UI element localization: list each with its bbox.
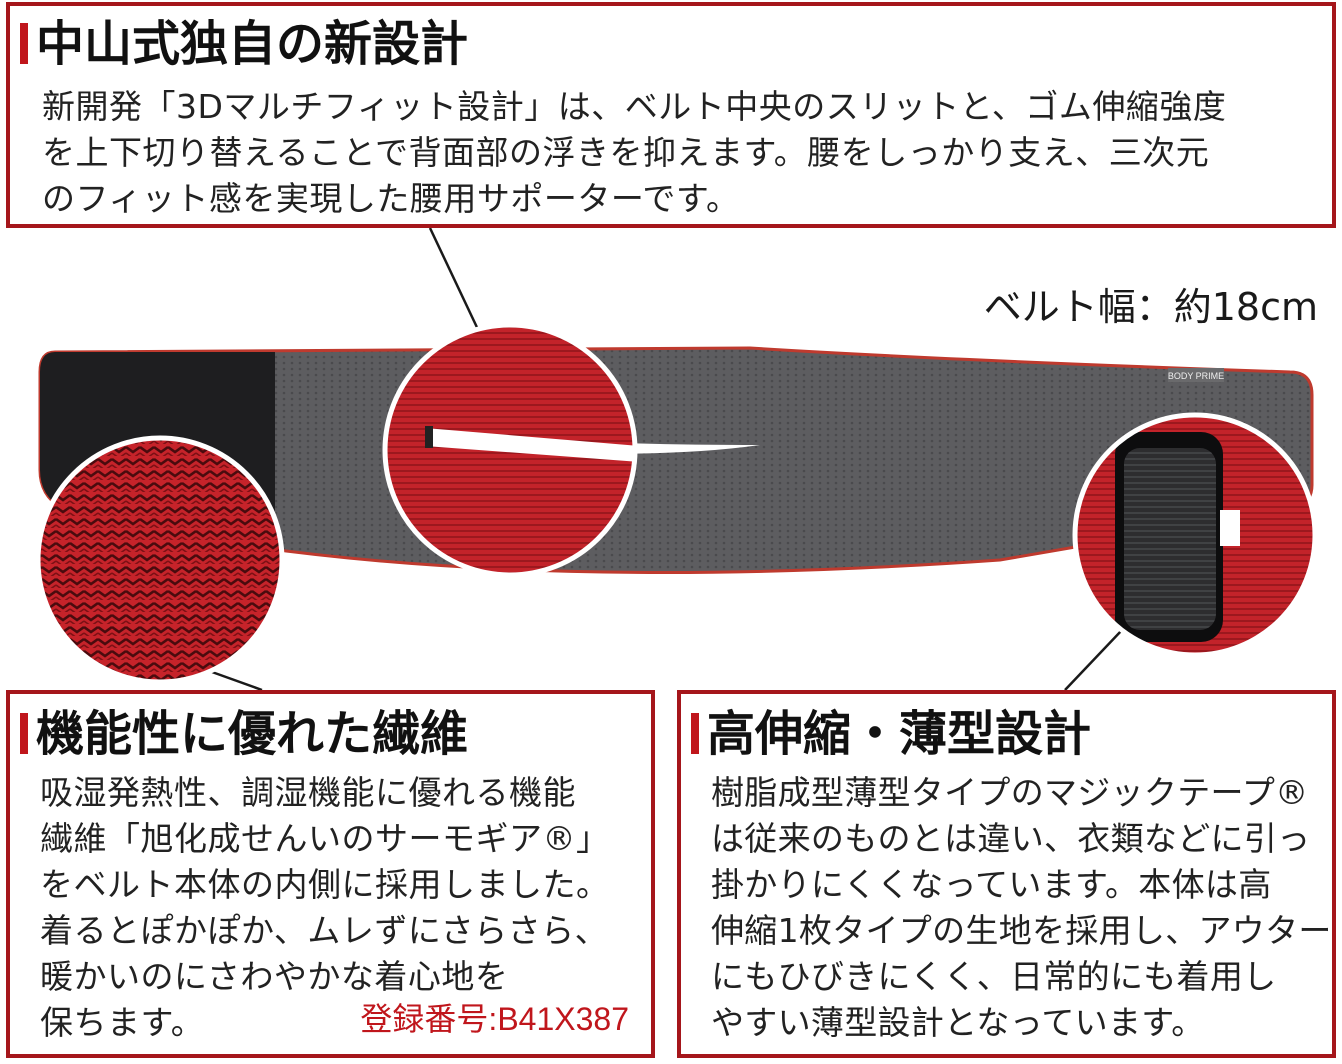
thin-design-line: 掛かりにくくなっています。本体は高	[711, 865, 1272, 904]
thin-design-title: 高伸縮・薄型設計	[691, 710, 1091, 758]
belt-width-label: ベルト幅：約18cm	[983, 285, 1318, 329]
belt-body	[38, 346, 1314, 574]
registration-number: 登録番号:B41X387	[360, 1001, 629, 1037]
fiber-feature-line: 保ちます。	[40, 1003, 205, 1042]
slit-closeup	[382, 322, 638, 578]
thin-design-line: 伸縮1枚タイプの生地を採用し、アウター	[711, 911, 1332, 950]
fastener-closeup	[1072, 412, 1318, 658]
thin-design-line: は従来のものとは違い、衣類などに引っ	[711, 819, 1311, 858]
fiber-feature-line: 吸湿発熱性、調湿機能に優れる機能	[40, 773, 576, 812]
thin-design-panel: 高伸縮・薄型設計 樹脂成型薄型タイプのマジックテープ® は従来のものとは違い、衣…	[677, 690, 1336, 1058]
design-feature-line: 新開発「3Dマルチフィット設計」は、ベルト中央のスリットと、ゴム伸縮強度	[42, 87, 1227, 126]
fabric-closeup	[35, 435, 285, 685]
design-feature-line: を上下切り替えることで背面部の浮きを抑えます。腰をしっかり支え、三次元	[42, 133, 1210, 172]
design-feature-text: 新開発「3Dマルチフィット設計」は、ベルト中央のスリットと、ゴム伸縮強度 を上下…	[42, 84, 1226, 222]
fiber-feature-line: 繊維「旭化成せんいのサーモギア®」	[40, 819, 610, 858]
fiber-feature-line: をベルト本体の内側に採用しました。	[40, 865, 610, 904]
fiber-feature-panel: 機能性に優れた繊維 吸湿発熱性、調湿機能に優れる機能 繊維「旭化成せんいのサーモ…	[6, 690, 655, 1058]
design-feature-title: 中山式独自の新設計	[20, 20, 468, 68]
design-feature-panel: 中山式独自の新設計 新開発「3Dマルチフィット設計」は、ベルト中央のスリットと、…	[6, 2, 1336, 228]
svg-text:BODY PRIME: BODY PRIME	[1168, 371, 1224, 381]
fiber-feature-text: 吸湿発熱性、調湿機能に優れる機能 繊維「旭化成せんいのサーモギア®」 をベルト本…	[40, 770, 610, 1046]
thin-design-line: にもひびきにくく、日常的にも着用し	[711, 957, 1277, 996]
fiber-feature-title: 機能性に優れた繊維	[20, 710, 468, 758]
thin-design-line: やすい薄型設計となっています。	[711, 1003, 1205, 1042]
brand-tag: BODY PRIME	[1168, 368, 1224, 382]
fiber-feature-line: 暖かいのにさわやかな着心地を	[40, 957, 509, 996]
thin-design-text: 樹脂成型薄型タイプのマジックテープ® は従来のものとは違い、衣類などに引っ 掛か…	[711, 770, 1332, 1046]
thin-design-line: 樹脂成型薄型タイプのマジックテープ®	[711, 773, 1309, 812]
design-feature-line: のフィット感を実現した腰用サポーターです。	[42, 179, 740, 218]
fiber-feature-line: 着るとぽかぽか、ムレずにさらさら、	[40, 911, 609, 950]
